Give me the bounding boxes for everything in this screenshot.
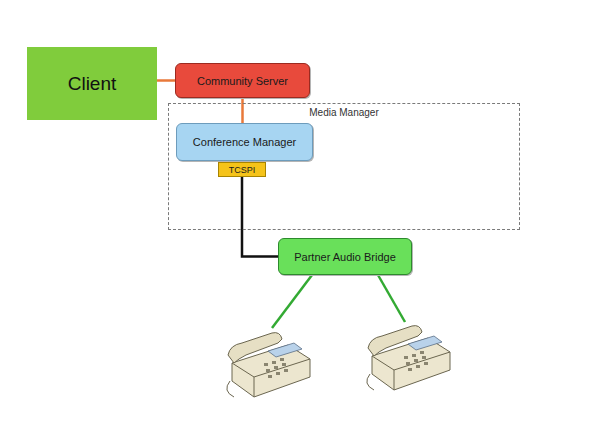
node-label: TCSPI [229, 165, 256, 175]
telephone-symbol [227, 333, 310, 397]
wires [272, 275, 405, 328]
node-label: Media Manager [309, 107, 378, 118]
group-frame: Media ManagerConference ManagerTCSPI [168, 103, 520, 230]
telephone-symbol [367, 326, 450, 390]
server-box: Community Server [175, 63, 310, 98]
bridge-box: Partner Audio Bridge [278, 238, 412, 275]
phone-wire [272, 275, 312, 328]
node-label: Conference Manager [193, 136, 296, 148]
connector-line [157, 79, 175, 82]
node-label: Community Server [197, 75, 288, 87]
node-label: Client [68, 73, 117, 95]
interface-tab: TCSPI [218, 162, 266, 177]
node-label: Partner Audio Bridge [294, 251, 396, 263]
manager-box: Conference Manager [176, 123, 313, 161]
client-box: Client [27, 47, 157, 120]
connector-line [241, 98, 244, 123]
phone-wire [378, 275, 405, 322]
connector-line [242, 177, 278, 257]
